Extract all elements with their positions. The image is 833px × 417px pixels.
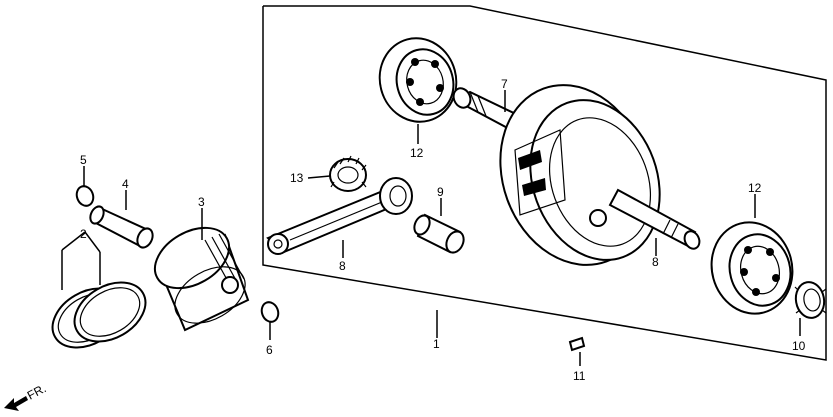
piston-rings [51, 281, 147, 349]
label-part-12-upper: 12 [410, 146, 424, 160]
crankshaft [452, 84, 701, 266]
label-part-11: 11 [573, 369, 586, 383]
needle-bearing [329, 155, 367, 192]
label-part-3: 3 [198, 195, 205, 209]
label-part-6: 6 [266, 343, 273, 357]
piston-pin-clip-lower [260, 301, 280, 323]
label-part-2: 2 [80, 227, 87, 241]
piston [154, 226, 250, 332]
part-labels: 1 2 3 4 5 6 7 8 8 9 10 11 12 12 13 [80, 77, 806, 383]
bearing-upper [378, 37, 458, 123]
label-part-8-shaft: 8 [652, 255, 659, 269]
oil-seal [794, 281, 827, 319]
piston-pin-clip-upper [75, 185, 95, 207]
label-part-4: 4 [122, 177, 129, 191]
label-part-9: 9 [437, 185, 444, 199]
woodruff-key [568, 336, 586, 352]
crank-pin [413, 213, 465, 254]
label-part-12-right: 12 [748, 181, 762, 195]
assembly-outline [262, 5, 827, 361]
label-part-13: 13 [290, 171, 304, 185]
front-direction-indicator: FR. [4, 381, 48, 411]
label-part-10: 10 [792, 339, 806, 353]
front-direction-label: FR. [25, 381, 49, 402]
label-part-5: 5 [80, 153, 87, 167]
front-arrow-icon [4, 396, 28, 411]
leader-lines [61, 90, 801, 366]
label-part-1: 1 [433, 337, 440, 351]
bearing-right [710, 221, 794, 315]
connecting-rod [266, 177, 413, 255]
label-part-8-rod: 8 [339, 259, 346, 273]
label-part-7: 7 [501, 77, 508, 91]
piston-pin [89, 205, 154, 249]
